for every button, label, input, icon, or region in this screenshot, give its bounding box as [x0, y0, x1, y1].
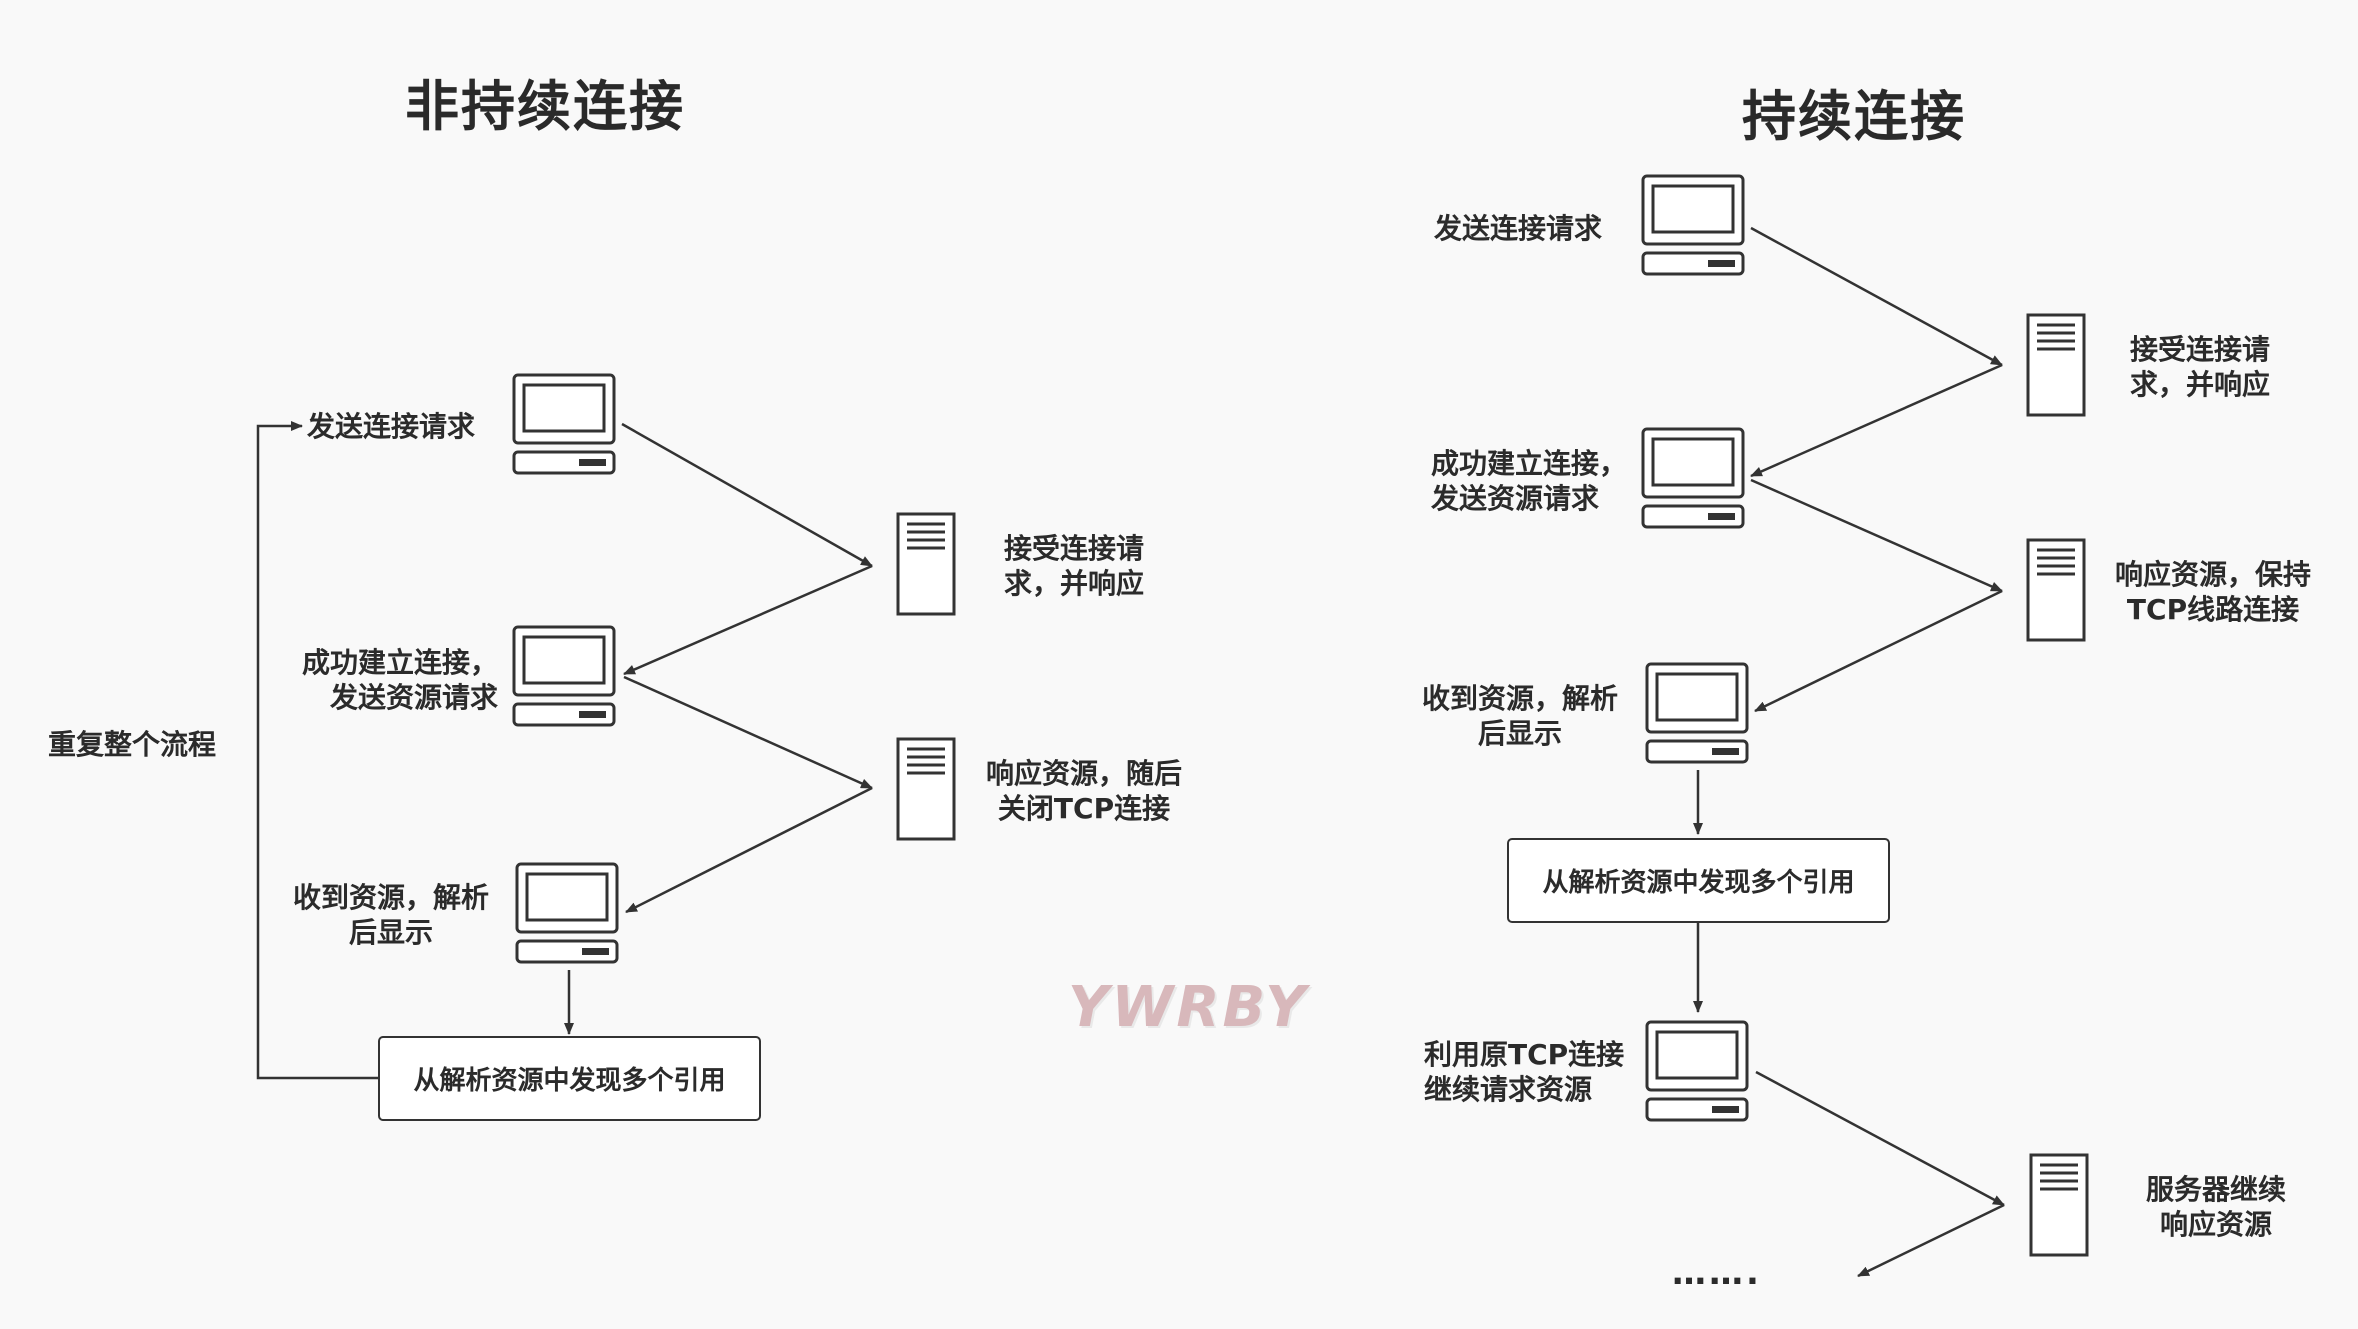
right-arrow-resource-request: [1750, 478, 2003, 593]
left-label-send-request: 发送连接请求: [307, 410, 476, 443]
right-label-ellipsis: …….: [1672, 1253, 1762, 1293]
left-title: 非持续连接: [405, 75, 685, 138]
left-server-2-icon: [896, 737, 956, 841]
left-arrow-accept: [623, 564, 873, 676]
left-box-find-references: 从解析资源中发现多个引用: [378, 1036, 761, 1121]
left-client-1-icon: [512, 373, 616, 475]
right-label-established: 成功建立连接， 发送资源请求: [1431, 447, 1628, 515]
right-arrow-continue: [1857, 1203, 2005, 1278]
right-arrow-accept: [1750, 363, 2003, 478]
right-label-reuse: 利用原TCP连接 继续请求资源: [1424, 1038, 1625, 1106]
right-client-3-icon: [1645, 662, 1749, 764]
right-client-4-icon: [1645, 1020, 1749, 1122]
right-label-server-continue: 服务器继续 响应资源: [2146, 1173, 2287, 1241]
left-label-established: 成功建立连接， 发送资源请求: [302, 646, 499, 714]
left-label-receive: 收到资源，解析 后显示: [293, 881, 490, 949]
left-client-3-icon: [515, 862, 619, 964]
right-arrow-reuse-request: [1755, 1070, 2005, 1207]
right-server-3-icon: [2029, 1153, 2089, 1257]
watermark-logo: YWRBY: [1068, 975, 1309, 1040]
left-label-accept: 接受连接请 求，并响应: [1004, 532, 1145, 600]
left-arrow-resource-request: [623, 675, 873, 790]
right-label-receive: 收到资源，解析 后显示: [1422, 682, 1619, 750]
left-label-repeat: 重复整个流程: [48, 728, 217, 761]
left-arrow-request: [621, 422, 873, 568]
left-arrow-response: [625, 786, 873, 914]
right-server-2-icon: [2026, 538, 2086, 642]
left-loop-arrow: [256, 421, 378, 1080]
right-server-1-icon: [2026, 313, 2086, 417]
left-client-2-icon: [512, 625, 616, 727]
right-client-2-icon: [1641, 427, 1745, 529]
right-label-accept: 接受连接请 求，并响应: [2130, 333, 2271, 401]
right-arrow-response: [1754, 589, 2003, 713]
right-label-send-request: 发送连接请求: [1434, 212, 1603, 245]
right-title: 持续连接: [1742, 85, 1966, 148]
left-label-respond-close: 响应资源，随后 关闭TCP连接: [986, 757, 1183, 825]
right-box-find-references: 从解析资源中发现多个引用: [1507, 838, 1890, 923]
left-server-1-icon: [896, 512, 956, 616]
right-label-respond-keep: 响应资源，保持 TCP线路连接: [2115, 558, 2312, 626]
right-client-1-icon: [1641, 174, 1745, 276]
right-arrow-request: [1750, 226, 2003, 367]
